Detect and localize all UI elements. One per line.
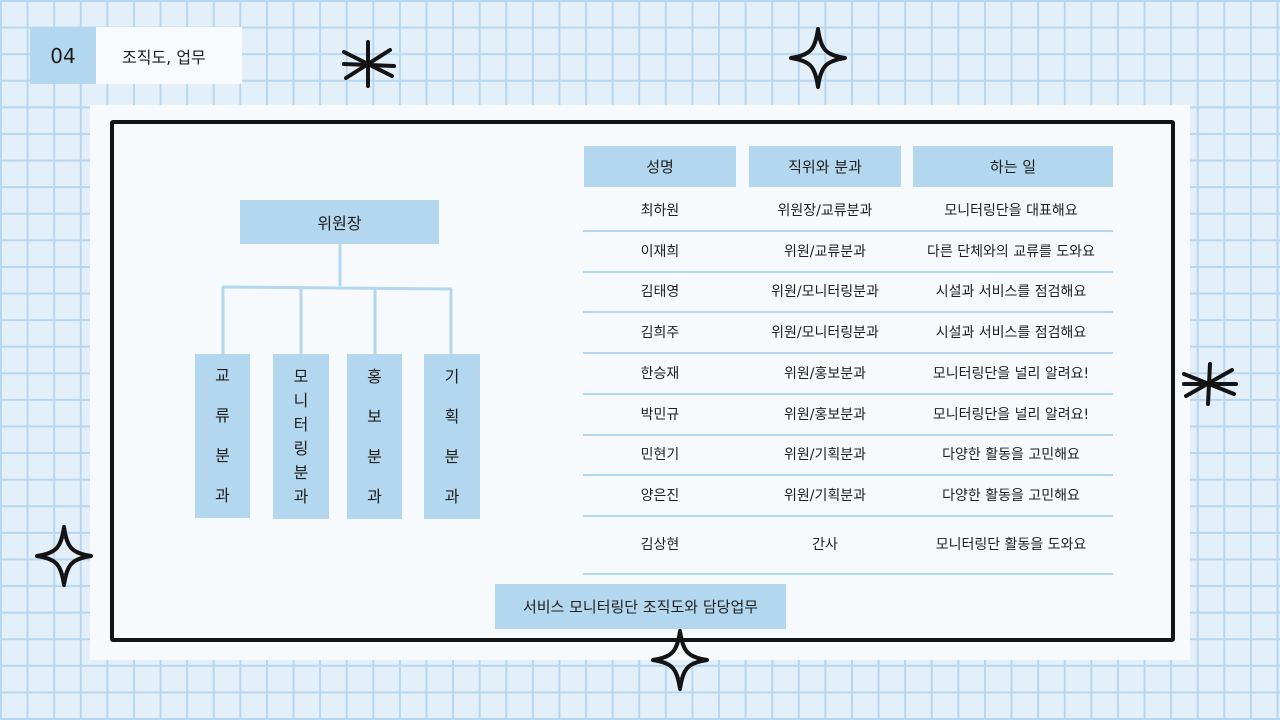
section-number: 04: [30, 27, 96, 84]
department-label: 홍 보 분 과: [367, 366, 382, 506]
table-cell-name: 한승재: [640, 366, 680, 382]
table-cell-duty: 다른 단체와의 교류를 도와요: [927, 244, 1095, 260]
chart-caption: 서비스 모니터링단 조직도와 담당업무: [495, 584, 786, 629]
asterisk-doodle-icon: [1182, 362, 1238, 406]
table-cell-duty: 모니터링단을 널리 알려요!: [932, 366, 1090, 382]
table-cell-position: 위원/모니터링분과: [771, 284, 879, 300]
table-cell-name: 김태영: [640, 284, 680, 300]
table-cell-name: 이재희: [640, 244, 680, 260]
asterisk-doodle-icon: [342, 40, 396, 88]
table-row-divider: [583, 311, 1113, 313]
table-row-divider: [583, 573, 1113, 575]
table-cell-name: 박민규: [640, 407, 680, 423]
table-cell-name: 민현기: [640, 447, 680, 463]
table-cell-position: 위원/홍보분과: [784, 407, 866, 423]
table-cell-position: 위원/홍보분과: [784, 366, 866, 382]
table-cell-position: 위원/기획분과: [784, 447, 866, 463]
table-row-divider: [583, 515, 1113, 517]
sparkle-doodle-icon: [651, 629, 709, 691]
table-cell-position: 위원/교류분과: [784, 244, 866, 260]
table-header-position: 직위와 분과: [749, 146, 901, 187]
org-department-planning: 기 획 분 과: [424, 354, 480, 519]
table-cell-name: 김상현: [640, 537, 680, 553]
section-title: 조직도, 업무: [96, 27, 242, 84]
sparkle-doodle-icon: [35, 525, 93, 587]
table-header-duty: 하는 일: [913, 146, 1113, 187]
table-cell-duty: 모니터링단을 대표해요: [944, 203, 1078, 219]
sparkle-doodle-icon: [789, 27, 847, 89]
table-cell-duty: 시설과 서비스를 점검해요: [935, 325, 1087, 341]
table-cell-duty: 다양한 활동을 고민해요: [942, 488, 1080, 504]
table-cell-duty: 모니터링단을 널리 알려요!: [932, 407, 1090, 423]
table-row-divider: [583, 393, 1113, 395]
table-cell-duty: 다양한 활동을 고민해요: [942, 447, 1080, 463]
table-row-divider: [583, 230, 1113, 232]
table-cell-position: 간사: [812, 537, 838, 553]
org-department-monitoring: 모 니 터 링 분 과: [273, 354, 329, 519]
department-label: 모 니 터 링 분 과: [293, 366, 309, 506]
table-row-divider: [583, 434, 1113, 436]
sketch-frame: [110, 120, 1175, 642]
table-cell-position: 위원/기획분과: [784, 488, 866, 504]
table-cell-name: 양은진: [640, 488, 680, 504]
table-cell-name: 최하원: [640, 203, 680, 219]
table-cell-duty: 모니터링단 활동을 도와요: [935, 537, 1087, 553]
table-cell-duty: 시설과 서비스를 점검해요: [935, 284, 1087, 300]
org-department-exchange: 교 류 분 과: [195, 354, 250, 518]
table-cell-position: 위원/모니터링분과: [771, 325, 879, 341]
org-department-promotion: 홍 보 분 과: [347, 354, 402, 519]
department-label: 기 획 분 과: [444, 366, 460, 506]
table-row-divider: [583, 474, 1113, 476]
table-row-divider: [583, 352, 1113, 354]
table-cell-name: 김희주: [640, 325, 680, 341]
table-cell-position: 위원장/교류분과: [777, 203, 873, 219]
org-head-box: 위원장: [240, 200, 439, 244]
table-header-name: 성명: [584, 146, 736, 187]
department-label: 교 류 분 과: [215, 366, 230, 505]
table-row-divider: [583, 271, 1113, 273]
